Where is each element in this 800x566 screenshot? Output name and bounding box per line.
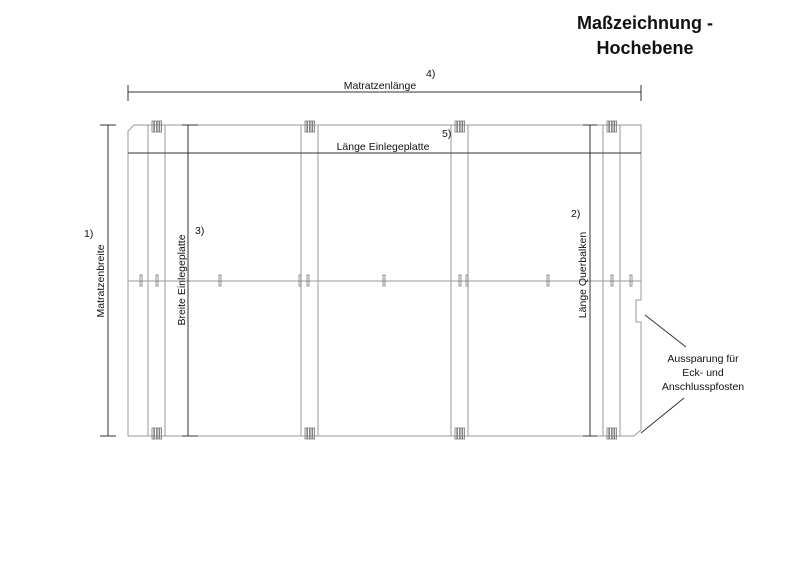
title-line-2: Hochebene	[596, 38, 693, 58]
annotation-line-3: Anschlusspfosten	[662, 381, 744, 393]
bolt-icon	[304, 427, 308, 440]
bolt-icon	[614, 120, 617, 133]
bolt-icon	[611, 120, 615, 133]
mattress-length-label: Matratzenlänge	[344, 80, 417, 92]
bolt-icon	[611, 427, 615, 440]
bolt-icon	[155, 274, 159, 287]
bolt-icon	[159, 120, 163, 133]
bolt-icon	[151, 427, 155, 440]
bolt-icon	[546, 274, 550, 287]
crossbeam-length-label: Länge Querbalken	[577, 232, 589, 319]
bolt-icon	[151, 120, 155, 133]
dimension-mattress-width: Matratzenbreite 1)	[84, 124, 116, 437]
bolt-icon	[609, 120, 612, 133]
bolt-icon	[304, 120, 308, 133]
title-line-1: Maßzeichnung -	[577, 13, 713, 33]
post-cutout-annotation: Aussparung für Eck- und Anschlusspfosten	[640, 314, 744, 434]
bolt-icon	[606, 427, 610, 440]
bolt-icon	[454, 427, 458, 440]
bolt-icon	[156, 120, 160, 133]
mattress-width-label: Matratzenbreite	[95, 244, 107, 317]
bolt-icon	[614, 427, 617, 440]
bolt-symbols	[139, 120, 633, 440]
bolt-icon	[154, 427, 157, 440]
bolt-icon	[312, 120, 315, 133]
annotation-line-1: Aussparung für	[667, 353, 739, 365]
bolt-icon	[606, 120, 610, 133]
bolt-icon	[462, 120, 465, 133]
bolt-icon	[382, 274, 386, 287]
bolt-icon	[462, 427, 465, 440]
dimension-insert-width: Breite Einlegeplatte 3)	[176, 124, 204, 437]
bolt-icon	[459, 120, 463, 133]
bolt-icon	[609, 427, 612, 440]
dimension-crossbeam-length: Länge Querbalken 2)	[571, 124, 597, 437]
bolt-icon	[458, 274, 462, 287]
bolt-icon	[457, 120, 460, 133]
insert-length-label: Länge Einlegeplatte	[337, 141, 430, 153]
bolt-icon	[307, 427, 310, 440]
insert-length-note: 5)	[442, 128, 451, 140]
insert-width-note: 3)	[195, 225, 204, 237]
dimension-insert-length: Länge Einlegeplatte 5)	[128, 128, 641, 154]
bolt-icon	[454, 120, 458, 133]
bolt-icon	[610, 274, 614, 287]
bolt-icon	[312, 427, 315, 440]
bolt-icon	[156, 427, 160, 440]
bolt-icon	[307, 120, 310, 133]
bolt-icon	[298, 274, 302, 287]
bolt-icon	[306, 274, 310, 287]
insert-width-label: Breite Einlegeplatte	[176, 234, 188, 325]
bolt-icon	[465, 274, 469, 287]
frame-outline	[127, 124, 642, 437]
bolt-icon	[459, 427, 463, 440]
bolt-icon	[309, 120, 313, 133]
dimension-mattress-length: Matratzenlänge 4)	[127, 68, 642, 101]
bolt-icon	[139, 274, 143, 287]
bolt-icon	[154, 120, 157, 133]
mattress-width-note: 1)	[84, 228, 93, 240]
bolt-icon	[309, 427, 313, 440]
mattress-length-note: 4)	[426, 68, 435, 80]
bolt-icon	[218, 274, 222, 287]
bolt-icon	[629, 274, 633, 287]
crossbeam-length-note: 2)	[571, 208, 580, 220]
annotation-line-2: Eck- und	[682, 367, 724, 379]
bolt-icon	[457, 427, 460, 440]
bolt-icon	[159, 427, 163, 440]
